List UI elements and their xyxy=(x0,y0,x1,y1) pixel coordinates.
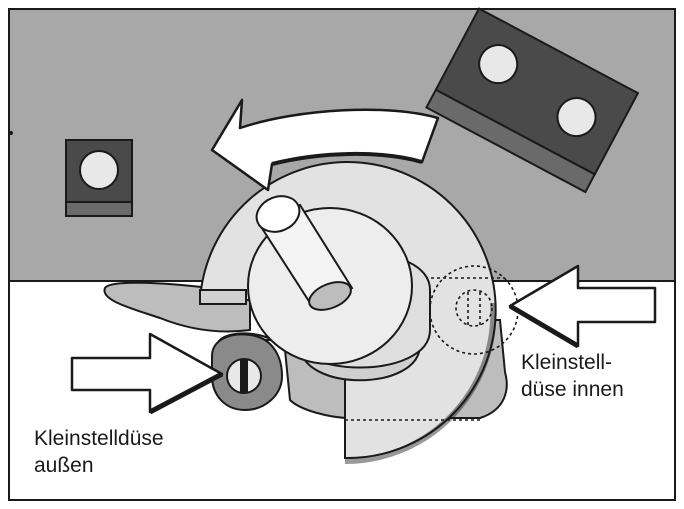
outer-jet-pointer-arrow-icon xyxy=(70,332,224,415)
bar-hole-1-icon xyxy=(478,44,519,85)
inner-jet-label-line-1: Kleinstell- xyxy=(521,351,613,374)
inner-jet-label-line-2: düse innen xyxy=(521,378,624,401)
shaft-pin xyxy=(255,195,354,311)
inner-jet-label: Kleinstell- düse innen xyxy=(521,349,624,403)
outer-jet-label-line-2: außen xyxy=(34,454,94,477)
outer-jet-screw-slot xyxy=(240,360,248,392)
top-right-mounting-bar xyxy=(425,7,640,194)
left-block-hole-icon xyxy=(79,150,119,190)
plate-edge-mark xyxy=(9,131,13,135)
rotation-arrow-shadow xyxy=(271,151,423,166)
outer-jet-label: Kleinstelldüse außen xyxy=(34,425,164,479)
left-mounting-block xyxy=(65,139,133,217)
bar-hole-2-icon xyxy=(556,97,597,138)
throttle-disc-cut xyxy=(199,289,247,305)
outer-jet-label-line-1: Kleinstelldüse xyxy=(34,427,164,450)
throttle-disc-rim xyxy=(344,302,497,465)
inner-jet-pointer-arrow-icon xyxy=(508,264,657,349)
